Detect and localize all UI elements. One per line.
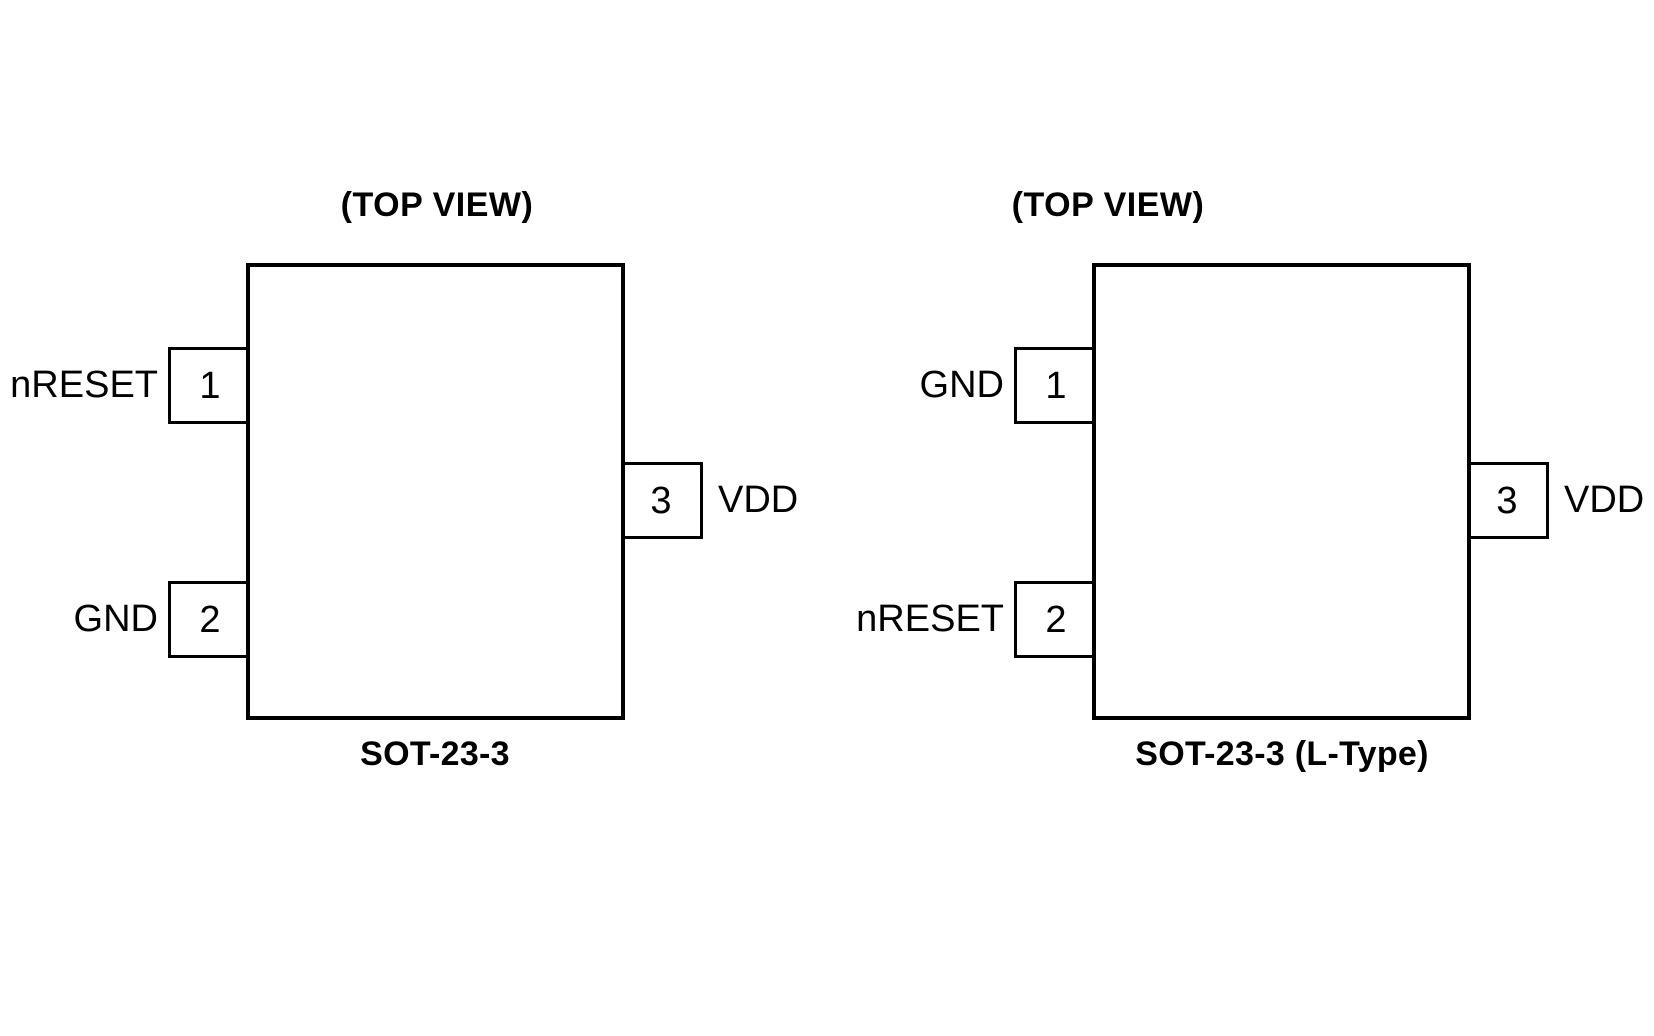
package-caption: SOT-23-3 [360, 735, 510, 773]
pin-number-1: 1 [199, 364, 221, 407]
package-body-outline [246, 263, 625, 720]
pin-number-2: 2 [1045, 598, 1067, 641]
pin-label-2: nRESET [856, 598, 1004, 640]
pin-number-3: 3 [1496, 479, 1518, 522]
package-diagram-sot23-3-l-type: (TOP VIEW) 1 GND 2 nRESET 3 VDD SOT-23-3… [827, 0, 1654, 1036]
pin-number-3: 3 [650, 479, 672, 522]
pin-pad-2: 2 [168, 581, 252, 658]
view-title: (TOP VIEW) [340, 186, 534, 224]
pin-label-3: VDD [1564, 479, 1645, 521]
pin-pad-2: 2 [1014, 581, 1098, 658]
pin-label-1: GND [919, 364, 1004, 406]
pin-number-1: 1 [1045, 364, 1067, 407]
pin-label-1: nRESET [10, 364, 158, 406]
pin-pad-1: 1 [168, 347, 252, 424]
package-body-outline [1092, 263, 1471, 720]
pin-pad-3: 3 [619, 462, 703, 539]
pin-pad-1: 1 [1014, 347, 1098, 424]
package-caption: SOT-23-3 (L-Type) [1135, 735, 1429, 773]
pin-number-2: 2 [199, 598, 221, 641]
pin-label-2: GND [73, 598, 158, 640]
pin-pad-3: 3 [1465, 462, 1549, 539]
view-title: (TOP VIEW) [1011, 186, 1205, 224]
package-diagram-sot23-3: (TOP VIEW) 1 nRESET 2 GND 3 VDD SOT-23-3 [10, 186, 798, 773]
pin-label-3: VDD [718, 479, 799, 521]
